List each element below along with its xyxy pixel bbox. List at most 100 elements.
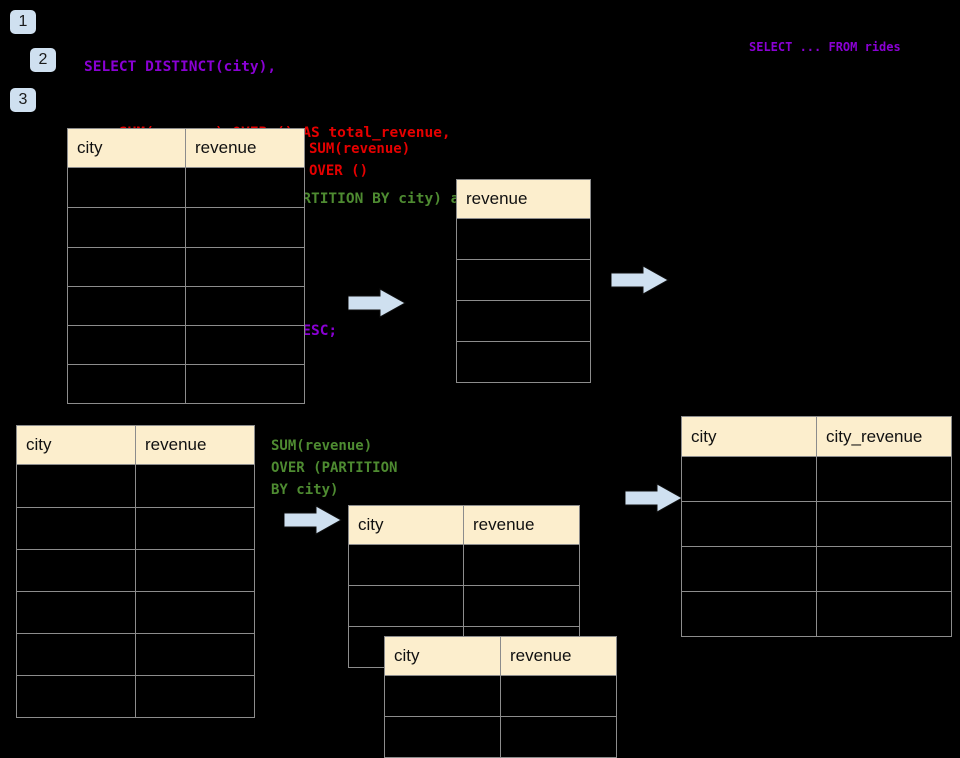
diagram-canvas: 1 2 3 SELECT DISTINCT(city), SUM(revenue… xyxy=(10,10,952,758)
cell-city xyxy=(16,675,136,718)
cell-city-revenue xyxy=(816,591,952,637)
table-row xyxy=(67,325,305,365)
table-header-row: city revenue xyxy=(348,505,580,545)
cell-city xyxy=(16,464,136,508)
step-badge-2: 2 xyxy=(30,48,56,72)
column-header-revenue: revenue xyxy=(185,128,305,168)
cell-revenue xyxy=(456,300,591,342)
column-header-city-revenue: city_revenue xyxy=(816,416,952,457)
cell-city-revenue xyxy=(816,546,952,592)
column-header-city: city xyxy=(16,425,136,465)
column-header-city: city xyxy=(348,505,464,545)
cell-city xyxy=(681,591,817,637)
table-row xyxy=(681,546,952,592)
arrow-right-icon-bottom-left xyxy=(283,505,343,535)
arrow-right-icon-bottom-right xyxy=(624,483,684,513)
table-source-bottom: city revenue xyxy=(16,425,255,718)
table-row xyxy=(67,207,305,248)
cell-city xyxy=(16,591,136,634)
cell-city xyxy=(67,207,186,248)
table-partition-a: city revenue xyxy=(348,505,580,668)
cell-revenue xyxy=(135,675,255,718)
table-row xyxy=(456,341,591,383)
cell-city xyxy=(67,325,186,365)
cell-city xyxy=(348,544,464,586)
cell-city xyxy=(67,167,186,208)
table-row xyxy=(16,591,255,634)
cell-city xyxy=(348,585,464,627)
table-row xyxy=(16,549,255,592)
table-row xyxy=(384,675,617,717)
table-row xyxy=(348,585,580,627)
cell-city xyxy=(67,364,186,404)
cell-revenue xyxy=(500,716,617,758)
table-row xyxy=(16,633,255,676)
cell-city xyxy=(384,675,501,717)
arrow-right-icon-top-left xyxy=(347,288,407,318)
cell-revenue xyxy=(463,544,580,586)
step-badge-1-label: 1 xyxy=(18,13,28,30)
step-badge-3-label: 3 xyxy=(18,91,28,108)
cell-revenue xyxy=(185,286,305,326)
table-row xyxy=(384,716,617,758)
table-row xyxy=(67,167,305,208)
table-row xyxy=(456,259,591,301)
cell-revenue xyxy=(185,207,305,248)
cell-city-revenue xyxy=(816,501,952,547)
table-revenue-only: revenue xyxy=(456,179,591,383)
cell-city xyxy=(681,546,817,592)
cell-city xyxy=(16,549,136,592)
table-row xyxy=(16,675,255,718)
table-row xyxy=(681,456,952,502)
table-source-top: city revenue xyxy=(67,128,305,404)
annotation-total-revenue: SUM(revenue) OVER () xyxy=(309,141,411,179)
table-row xyxy=(67,364,305,404)
column-header-city: city xyxy=(67,128,186,168)
cell-city xyxy=(67,247,186,287)
cell-city-revenue xyxy=(816,456,952,502)
cell-revenue xyxy=(135,633,255,676)
cell-revenue xyxy=(135,549,255,592)
cell-city xyxy=(384,716,501,758)
step-badge-2-label: 2 xyxy=(38,51,48,68)
table-row xyxy=(348,544,580,586)
cell-city xyxy=(67,286,186,326)
cell-revenue xyxy=(463,585,580,627)
cell-revenue xyxy=(135,507,255,550)
table-row xyxy=(681,501,952,547)
table-row xyxy=(67,286,305,326)
cell-revenue xyxy=(185,325,305,365)
cell-revenue xyxy=(456,341,591,383)
table-partition-b: city revenue xyxy=(384,636,617,758)
table-row xyxy=(681,591,952,637)
cell-revenue xyxy=(456,259,591,301)
cell-revenue xyxy=(456,218,591,260)
cell-revenue xyxy=(185,247,305,287)
annotation-city-revenue: SUM(revenue) OVER (PARTITION BY city) xyxy=(271,438,398,498)
step-badge-1: 1 xyxy=(10,10,36,34)
cell-city xyxy=(681,501,817,547)
cell-city xyxy=(16,507,136,550)
table-row xyxy=(16,464,255,508)
table-header-row: city revenue xyxy=(384,636,617,676)
column-header-city: city xyxy=(681,416,817,457)
cell-revenue xyxy=(185,167,305,208)
cell-revenue xyxy=(135,464,255,508)
column-header-revenue: revenue xyxy=(456,179,591,219)
cell-revenue xyxy=(500,675,617,717)
table-header-row: city city_revenue xyxy=(681,416,952,457)
cell-city xyxy=(681,456,817,502)
table-row xyxy=(456,218,591,260)
table-row xyxy=(456,300,591,342)
cell-revenue xyxy=(185,364,305,404)
arrow-right-icon-top-right xyxy=(610,265,670,295)
table-header-row: revenue xyxy=(456,179,591,219)
sql-line-select: SELECT DISTINCT(city), xyxy=(84,59,277,75)
table-row xyxy=(67,247,305,287)
step-badge-3: 3 xyxy=(10,88,36,112)
column-header-revenue: revenue xyxy=(500,636,617,676)
column-header-revenue: revenue xyxy=(135,425,255,465)
table-row xyxy=(16,507,255,550)
column-header-city: city xyxy=(384,636,501,676)
table-result: city city_revenue xyxy=(681,416,952,637)
